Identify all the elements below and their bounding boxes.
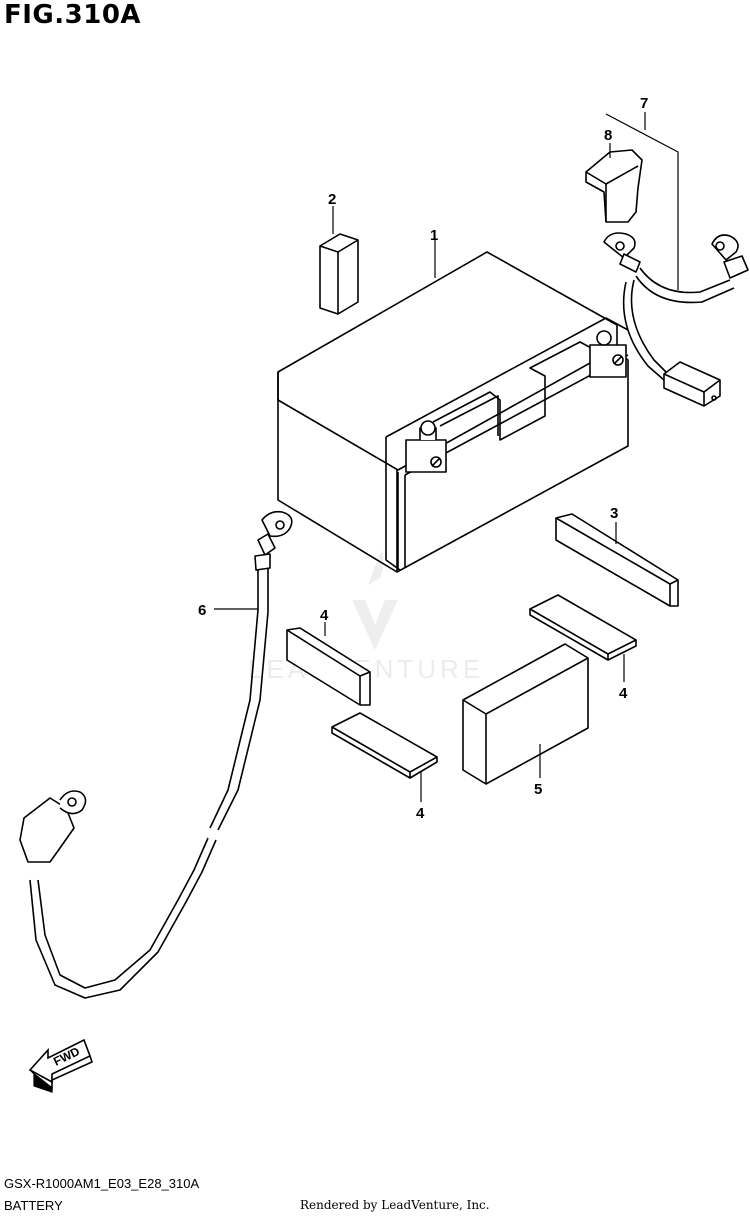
callout-3: 3 bbox=[610, 505, 618, 522]
strip-part-3[interactable] bbox=[555, 513, 679, 607]
callout-4-bottom: 4 bbox=[416, 805, 425, 822]
callout-8: 8 bbox=[604, 127, 612, 144]
cushion-part-2[interactable] bbox=[319, 233, 359, 315]
pad-part-4-right[interactable] bbox=[529, 594, 637, 661]
callout-5: 5 bbox=[534, 781, 542, 798]
box-part-5[interactable] bbox=[462, 643, 589, 785]
model-code: GSX-R1000AM1_E03_E28_310A bbox=[4, 1176, 200, 1191]
callout-1: 1 bbox=[430, 227, 438, 244]
pad-part-4-left[interactable] bbox=[286, 627, 371, 706]
pad-part-4-bottom[interactable] bbox=[331, 712, 438, 779]
section-name: BATTERY bbox=[4, 1198, 63, 1213]
positive-lead-part-7[interactable] bbox=[603, 232, 749, 407]
leader-lines bbox=[214, 112, 679, 802]
watermark: LEADVENTURE bbox=[248, 550, 480, 684]
callout-7: 7 bbox=[640, 95, 648, 112]
battery-part[interactable] bbox=[277, 251, 629, 573]
negative-cable-part-6[interactable] bbox=[19, 510, 293, 999]
terminal-cap-part-8[interactable] bbox=[585, 149, 643, 223]
figure-title: FIG.310A bbox=[4, 0, 142, 30]
callout-labels: 1 2 3 4 4 4 5 6 7 8 bbox=[198, 95, 648, 822]
render-credit: Rendered by LeadVenture, Inc. bbox=[300, 1198, 490, 1212]
callout-6: 6 bbox=[198, 602, 206, 619]
callout-4-right: 4 bbox=[619, 685, 628, 702]
callout-2: 2 bbox=[328, 191, 336, 208]
callout-4-left: 4 bbox=[320, 607, 329, 624]
fwd-arrow: FWD bbox=[28, 1038, 93, 1093]
